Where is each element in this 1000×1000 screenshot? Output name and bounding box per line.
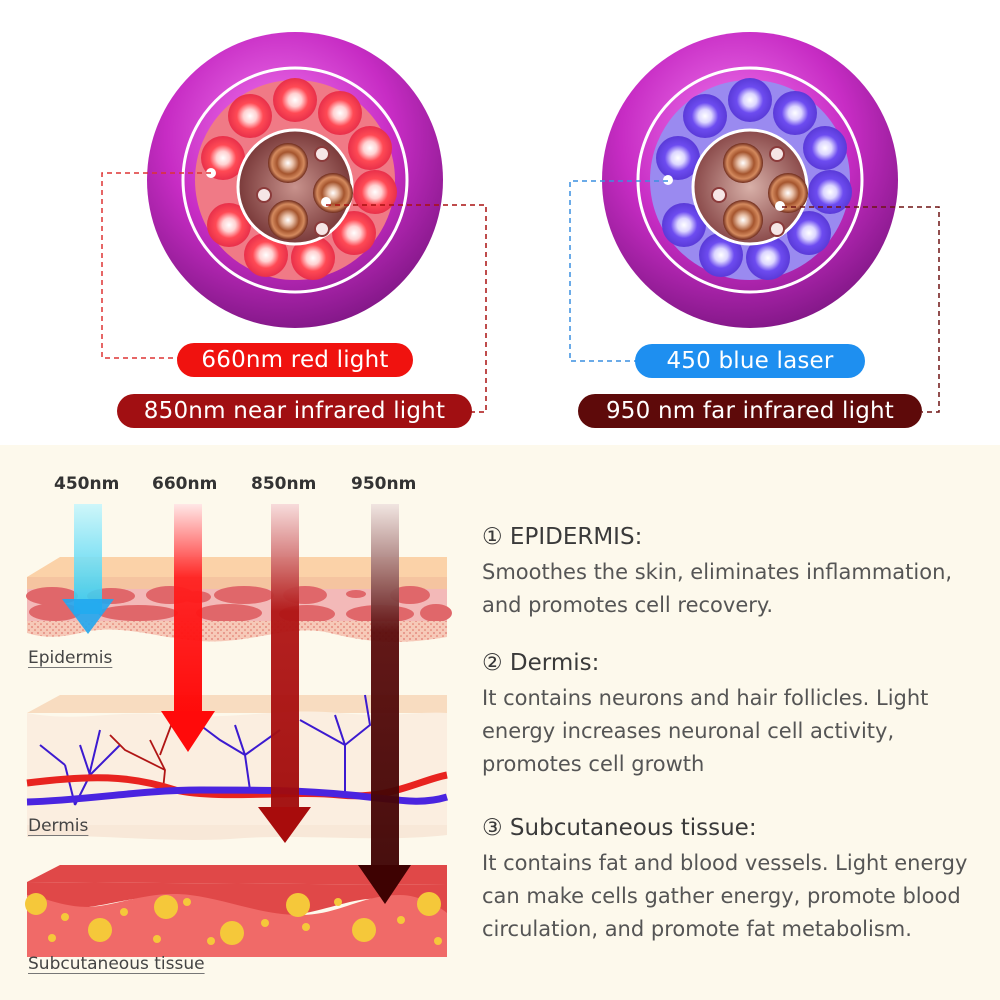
info-epidermis: ① EPIDERMIS: Smoothes the skin, eliminat… (482, 524, 982, 622)
beam-950nm (358, 504, 411, 904)
label-850nm-near-infrared: 850nm near infrared light (117, 394, 472, 428)
info-body-dermis: It contains neurons and hair follicles. … (482, 686, 929, 776)
info-title-subcutaneous: ③ Subcutaneous tissue: (482, 815, 757, 841)
red-light-connectors (101, 172, 487, 413)
beam-450nm (62, 504, 114, 634)
info-body-epidermis: Smoothes the skin, eliminates inflammati… (482, 560, 953, 617)
label-450-blue-laser: 450 blue laser (635, 344, 865, 378)
beam-850nm (258, 504, 311, 843)
device-section: 660nm red light 850nm near infrared ligh… (0, 0, 1000, 445)
info-subcutaneous: ③ Subcutaneous tissue: It contains fat a… (482, 815, 992, 946)
beam-660nm (161, 504, 215, 752)
info-dermis: ② Dermis: It contains neurons and hair f… (482, 650, 982, 781)
info-title-epidermis: ① EPIDERMIS: (482, 524, 643, 550)
red-led-ring (201, 78, 397, 280)
layer-label-subcutaneous: Subcutaneous tissue (28, 954, 205, 974)
blue-light-device-head (602, 32, 898, 328)
wavelength-label-950: 950nm (351, 474, 417, 494)
wavelength-label-660: 660nm (152, 474, 218, 494)
blue-led-ring (656, 78, 852, 280)
info-title-dermis: ② Dermis: (482, 650, 600, 676)
layer-label-epidermis: Epidermis (28, 648, 113, 668)
info-body-subcutaneous: It contains fat and blood vessels. Light… (482, 851, 968, 941)
subcutaneous-layer (25, 865, 447, 957)
blue-light-connectors (569, 180, 940, 413)
label-950nm-far-infrared: 950 nm far infrared light (578, 394, 922, 428)
layer-label-dermis: Dermis (28, 816, 89, 836)
wavelength-label-850: 850nm (251, 474, 317, 494)
label-660nm-red-light: 660nm red light (177, 343, 413, 377)
wavelength-label-450: 450nm (54, 474, 120, 494)
red-light-device-head (147, 32, 443, 328)
skin-layer-diagram (25, 504, 452, 957)
